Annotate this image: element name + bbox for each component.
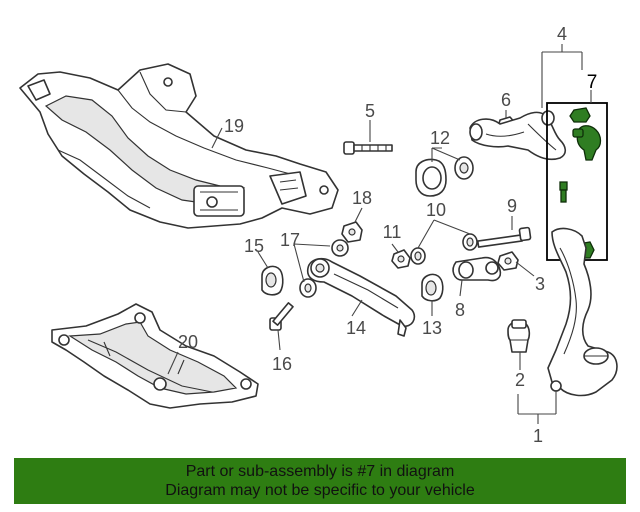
notice-banner: Part or sub-assembly is #7 in diagram Di… (14, 458, 626, 504)
callout-10: 10 (426, 200, 446, 220)
bolt-9 (476, 226, 532, 248)
lower-crossmember-20 (51, 303, 259, 409)
callout-18: 18 (352, 188, 372, 208)
ball-joint-2 (507, 319, 531, 353)
callout-4: 4 (557, 24, 567, 44)
bolt-16 (269, 302, 294, 331)
callout-5: 5 (365, 101, 375, 121)
callout-12: 12 (430, 128, 450, 148)
callout-8: 8 (455, 300, 465, 320)
tension-strut-8 (452, 256, 502, 282)
callout-9: 9 (507, 196, 517, 216)
callout-1: 1 (533, 426, 543, 446)
bushings-17 (299, 239, 349, 298)
callout-6: 6 (501, 90, 511, 110)
callout-3: 3 (535, 274, 545, 294)
callout-labels: 4 7 6 5 12 19 18 9 10 11 17 15 3 8 13 14… (178, 24, 597, 446)
washers-10 (410, 233, 478, 265)
banner-line-1: Part or sub-assembly is #7 in diagram (185, 463, 455, 480)
subframe-19 (19, 63, 339, 229)
bolt-5 (343, 141, 393, 155)
callout-20: 20 (178, 332, 198, 352)
callout-15: 15 (244, 236, 264, 256)
ball-joint-assembly-7 (546, 102, 608, 261)
callout-13: 13 (422, 318, 442, 338)
callout-7: 7 (587, 72, 598, 93)
upper-control-arm-4 (469, 110, 567, 161)
callout-16: 16 (272, 354, 292, 374)
bushing-12 (415, 156, 474, 197)
banner-line-2: Diagram may not be specific to your vehi… (165, 482, 475, 499)
bushing-15 (261, 265, 284, 296)
bushing-3 (497, 251, 519, 271)
lower-control-arm-14 (306, 257, 416, 337)
steering-knuckle-1 (547, 227, 618, 397)
leader-lines (167, 44, 592, 424)
nut-11 (391, 249, 411, 269)
bushing-18 (341, 221, 363, 243)
callout-19: 19 (224, 116, 244, 136)
bushing-13 (421, 273, 444, 302)
callout-2: 2 (515, 370, 525, 390)
callout-17: 17 (280, 230, 300, 250)
callout-11: 11 (383, 222, 402, 242)
callout-14: 14 (346, 318, 366, 338)
